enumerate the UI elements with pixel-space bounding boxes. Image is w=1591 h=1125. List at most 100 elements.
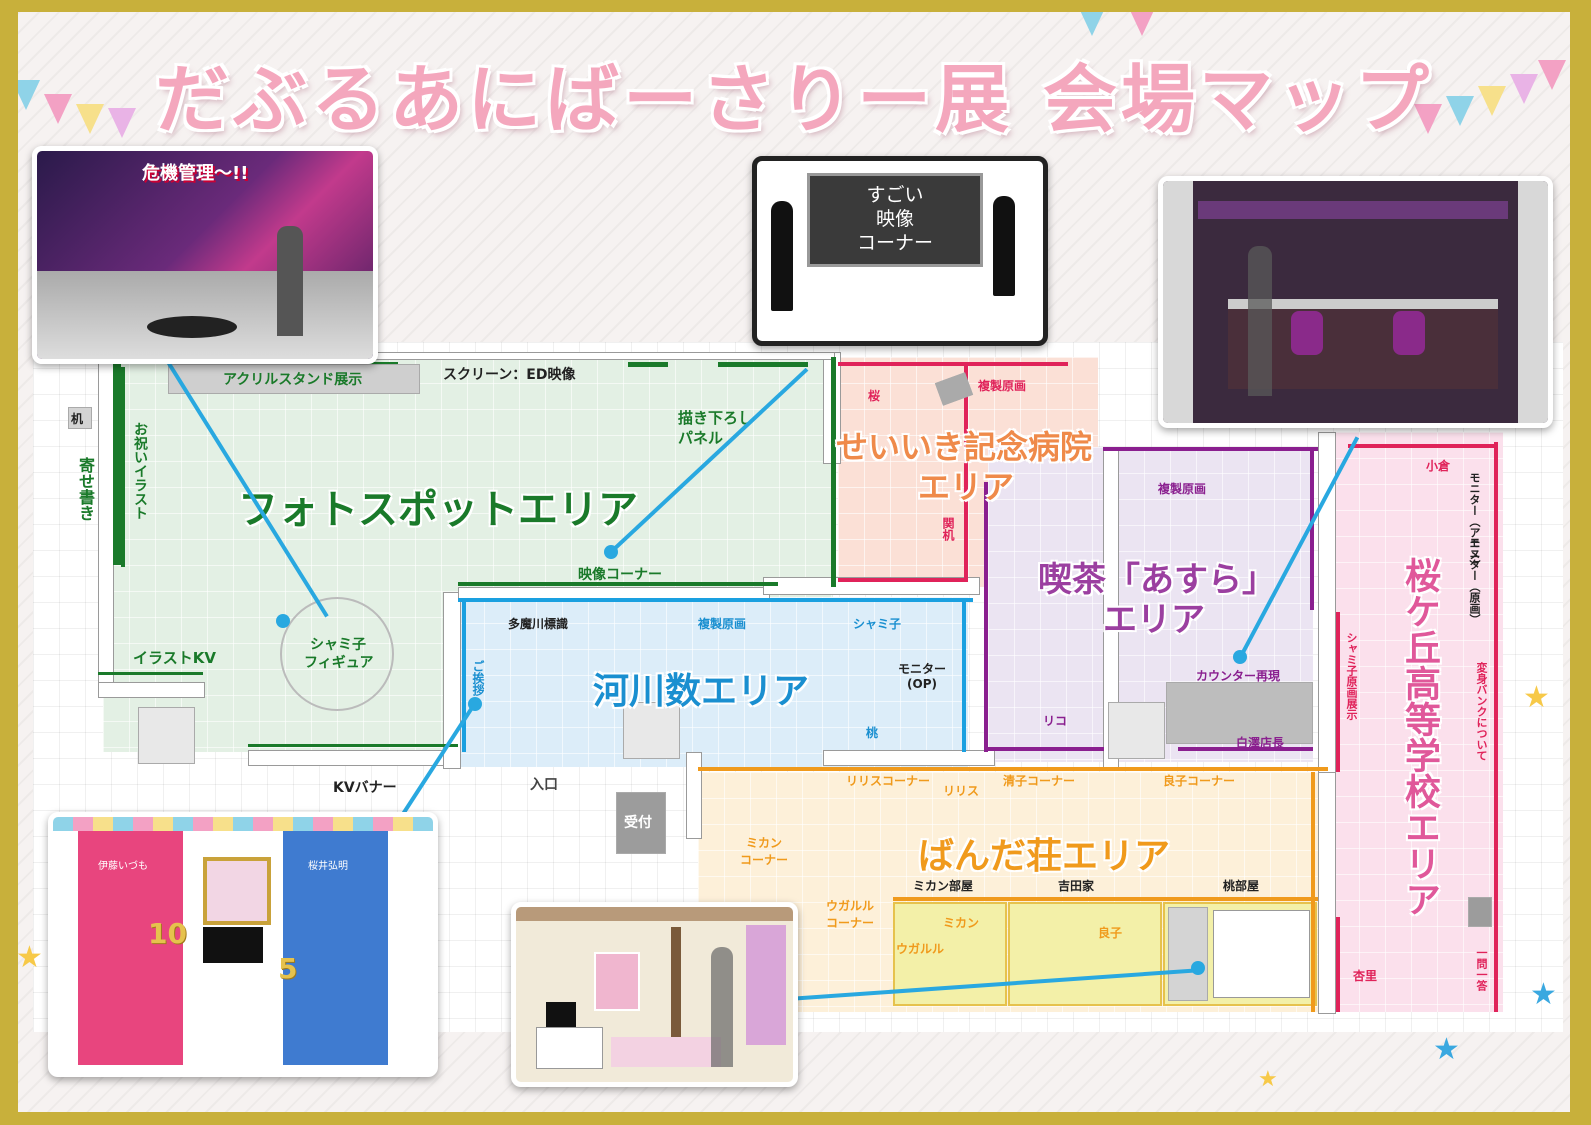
flag	[1128, 12, 1156, 36]
connector-dot	[1191, 961, 1205, 975]
greeting-bunting	[53, 817, 433, 831]
cafe-counter	[1228, 309, 1498, 389]
room-tv-stand	[536, 1027, 603, 1069]
kakioroshi-label-1: 描き下ろし	[678, 409, 754, 427]
connector-dot	[1233, 650, 1247, 664]
acrylic-stand-shelf	[168, 364, 420, 394]
entrance-label: 入口	[530, 777, 558, 793]
momo-kawa-label: 桃	[866, 726, 879, 740]
person-silhouette	[277, 226, 303, 336]
fukusei-hosp-label: 複製原画	[978, 379, 1027, 393]
wall	[686, 752, 702, 839]
pillar	[138, 707, 195, 764]
video-screen	[807, 173, 983, 267]
shamiko-kawa-label: シャミ子	[853, 617, 902, 631]
purple-edge	[984, 747, 1104, 751]
orange-edge	[698, 767, 1328, 771]
cafe-stool	[1393, 311, 1425, 355]
ugaruru-small-label: ウガルル	[896, 942, 945, 956]
greeting-panel-left	[78, 825, 183, 1065]
orange-edge	[1311, 772, 1315, 1012]
greeting-right-name: 桜井弘明	[308, 861, 348, 872]
area-label-cafe-1: 喫茶「あすら」	[1038, 560, 1276, 600]
photo-wall	[1518, 181, 1548, 423]
greeting-panel-right	[283, 825, 388, 1065]
monitor-anime-label: モニター（アニメ）	[1468, 472, 1481, 571]
photospot-caption: 危機管理〜!!	[142, 163, 249, 184]
red-edge	[1348, 444, 1498, 448]
room-rug	[611, 1037, 721, 1067]
purple-edge	[984, 482, 988, 752]
shirasawa-label: 白澤店長	[1236, 736, 1285, 750]
flag	[1538, 60, 1566, 90]
wall	[248, 750, 460, 766]
ryoko-corner-label: 良子コーナー	[1163, 774, 1236, 788]
tamagawa-label: 多魔川標識	[508, 617, 569, 631]
wall	[98, 682, 205, 698]
green-edge	[628, 362, 668, 367]
flag	[1078, 12, 1106, 36]
eizo-corner-label: 映像コーナー	[578, 567, 662, 583]
star-icon: ★	[1530, 977, 1557, 1012]
figure-label-1: シャミ子	[310, 637, 366, 653]
desk-label: 机	[71, 412, 84, 426]
greeting-left-name: 伊藤いづも	[98, 861, 148, 872]
monitor-genga-label: モニター（原画）	[1468, 537, 1481, 625]
flag	[1414, 104, 1442, 134]
greeting-number-b: 5	[278, 952, 298, 985]
video-screen-text: すごい 映像 コーナー	[856, 184, 933, 254]
reception-label: 受付	[624, 815, 652, 831]
small-fixture	[1468, 897, 1492, 927]
connector-dot	[468, 697, 482, 711]
flag	[1510, 74, 1538, 104]
purple-edge	[1103, 447, 1318, 451]
mikan-small-label: ミカン	[943, 916, 980, 930]
ichimon-label: 一問一答	[1475, 947, 1488, 991]
wall	[823, 750, 995, 766]
mikan-corner-label: ミカン コーナー	[740, 836, 789, 867]
cafe-awning	[1198, 201, 1508, 219]
person-silhouette	[711, 947, 733, 1067]
red-edge	[1336, 917, 1340, 1012]
flag	[76, 104, 104, 134]
green-edge	[458, 582, 778, 586]
red-edge	[838, 578, 968, 582]
green-edge	[831, 357, 836, 587]
star-icon: ★	[1523, 680, 1550, 715]
cafe-stool	[1291, 311, 1323, 355]
momo-room-furniture	[1168, 907, 1208, 1001]
cafe-photo	[1158, 176, 1553, 428]
momo-room-bed	[1213, 910, 1310, 998]
blue-edge	[458, 598, 973, 602]
kokura-label: 小倉	[1426, 459, 1451, 473]
kv-banner-label: KVバナー	[333, 780, 397, 796]
kiyoko-corner-label: 清子コーナー	[1003, 774, 1076, 788]
room-poster	[594, 952, 640, 1011]
video-corner-photo: すごい 映像 コーナー	[752, 156, 1048, 346]
sakura-label: 桜	[868, 389, 881, 403]
henshin-label: 変身バンクについて	[1475, 662, 1488, 761]
connector-dot	[604, 545, 618, 559]
star-icon: ★	[1258, 1067, 1278, 1092]
flag	[108, 108, 136, 138]
green-panel	[121, 367, 125, 567]
person-silhouette	[1248, 246, 1272, 396]
lilith-corner-label: リリスコーナー	[846, 774, 931, 788]
star-icon: ★	[1433, 1032, 1460, 1067]
wall	[98, 357, 114, 689]
person-silhouette	[771, 201, 793, 311]
connector-dot	[276, 614, 290, 628]
green-edge	[98, 672, 203, 675]
counter-label: カウンター再現	[1196, 669, 1281, 683]
area-label-school: 桜ケ丘高等学校エリア	[1399, 557, 1440, 917]
greeting-monitor	[203, 927, 263, 963]
monitor-op-label: モニター (OP)	[898, 662, 947, 691]
area-label-panda: ばんだ荘エリア	[918, 836, 1171, 877]
photospot-photo: 危機管理〜!!	[32, 146, 378, 364]
green-edge	[248, 744, 458, 747]
map-sheet: だぶるあにばーさりー展 会場マップ	[18, 12, 1570, 1112]
lilith-label: リリス	[943, 784, 980, 798]
photo-floor	[37, 271, 373, 359]
page-title: だぶるあにばーさりー展 会場マップ	[155, 57, 1433, 143]
room-tv	[546, 1002, 576, 1027]
